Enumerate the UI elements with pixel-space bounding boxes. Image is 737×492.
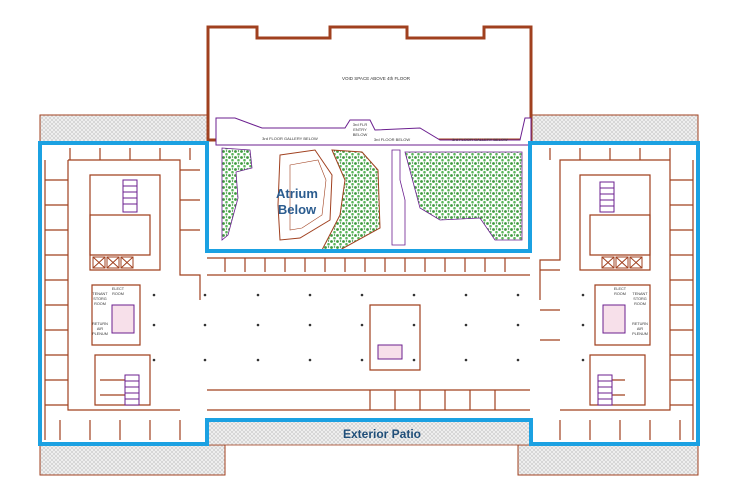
galleria-left-label: 3rd FLOOR GALLERY BELOW: [262, 136, 318, 141]
left-wing: [44, 148, 201, 440]
stair-cores: [111, 179, 626, 406]
entry-label-1: 3rd FLR: [353, 122, 368, 127]
right-tenant-1: TENANT: [632, 292, 648, 296]
right-elect-room-2: ROOM: [614, 292, 626, 296]
exterior-patio-label: Exterior Patio: [343, 427, 421, 441]
left-tenant-1: TENANT: [92, 292, 108, 296]
center-open-office: [207, 257, 530, 411]
entry-label-2: ENTRY: [353, 127, 367, 132]
void-space-label: VOID SPACE ABOVE 4th FLOOR: [342, 76, 411, 81]
atrium-label-line2: Below: [278, 202, 317, 217]
left-elect-room-2: ROOM: [112, 292, 124, 296]
right-return-3: PLENUM: [632, 332, 648, 336]
elevator-banks: [92, 256, 643, 269]
right-tenant-3: ROOM: [634, 302, 646, 306]
left-elect-room-1: ELECT: [112, 287, 125, 291]
left-return-3: PLENUM: [92, 332, 108, 336]
floor-outline: [38, 141, 700, 446]
right-wing: [539, 148, 694, 440]
entry-label-3: BELOW: [353, 132, 368, 137]
column-grid: [152, 293, 585, 362]
atrium-label-line1: Atrium: [276, 186, 318, 201]
left-service-labels: ELECT ROOM TENANT STORG ROOM RETURN AIR …: [92, 287, 125, 336]
galleria-far-right-label: 3rd FLOOR GALLERY BELOW: [452, 137, 508, 142]
right-elect-room-1: ELECT: [614, 287, 627, 291]
galleria-right-label: 3rd FLOOR BELOW: [374, 137, 410, 142]
right-return-1: RETURN: [632, 322, 648, 326]
left-tenant-2: STORG: [93, 297, 106, 301]
left-return-2: AIR: [97, 327, 104, 331]
right-service-labels: ELECT ROOM TENANT STORG ROOM RETURN AIR …: [614, 287, 648, 336]
left-return-1: RETURN: [92, 322, 108, 326]
right-return-2: AIR: [637, 327, 644, 331]
atrium-plantings: Atrium Below: [221, 147, 523, 251]
galleria-band: 3rd FLOOR GALLERY BELOW 3rd FLOOR BELOW …: [215, 117, 532, 146]
left-tenant-3: ROOM: [94, 302, 106, 306]
right-tenant-2: STORG: [633, 297, 646, 301]
